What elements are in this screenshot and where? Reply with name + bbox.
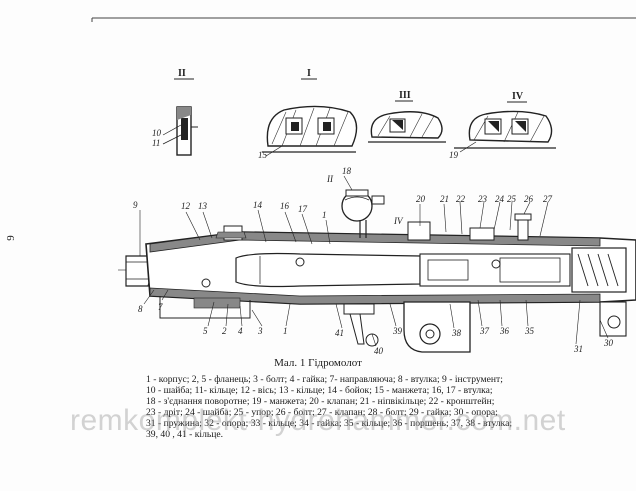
svg-text:24: 24 (495, 194, 505, 204)
watermark: remkomplekt-hydrohammer.com.net (70, 404, 566, 437)
detail-ii: II 10 11 (152, 68, 198, 156)
svg-text:39: 39 (392, 326, 403, 336)
detail-i: I 15 (258, 68, 358, 160)
svg-text:1: 1 (322, 210, 327, 220)
svg-text:30: 30 (603, 338, 614, 348)
svg-text:22: 22 (456, 194, 466, 204)
svg-text:5: 5 (203, 326, 208, 336)
svg-text:36: 36 (499, 326, 510, 336)
svg-text:23: 23 (478, 194, 488, 204)
svg-text:II: II (326, 174, 334, 184)
detail-label-i: I (307, 68, 311, 79)
svg-text:31: 31 (573, 344, 583, 354)
parts-legend: 1 - корпус; 2, 5 - фланець; 3 - болт; 4 … (146, 374, 616, 441)
svg-text:16: 16 (280, 201, 290, 211)
legend-line: 39, 40 , 41 - кільце. (146, 429, 224, 441)
svg-text:40: 40 (374, 346, 384, 356)
legend-line: 10 - шайба; 11- кільце; 12 - вісь; 13 - … (146, 385, 493, 397)
detail-label-ii: II (178, 68, 186, 79)
svg-text:13: 13 (198, 201, 208, 211)
svg-text:38: 38 (451, 328, 462, 338)
legend-line: 23 - дріт; 24 - шайба; 25 - упор; 26 - б… (146, 407, 498, 419)
svg-text:15: 15 (258, 150, 268, 160)
svg-text:21: 21 (440, 194, 449, 204)
svg-text:37: 37 (479, 326, 490, 336)
detail-iv: IV 19 (449, 91, 556, 160)
svg-text:12: 12 (181, 201, 191, 211)
svg-text:2: 2 (222, 326, 227, 336)
detail-iii: III (368, 90, 446, 143)
svg-text:19: 19 (449, 150, 459, 160)
legend-line: 1 - корпус; 2, 5 - фланець; 3 - болт; 4 … (146, 374, 503, 385)
svg-text:8: 8 (138, 304, 143, 314)
svg-text:41: 41 (335, 328, 344, 338)
detail-label-iv: IV (512, 91, 524, 102)
svg-text:27: 27 (543, 194, 553, 204)
svg-text:26: 26 (524, 194, 534, 204)
svg-text:3: 3 (257, 326, 263, 336)
svg-text:11: 11 (152, 138, 160, 148)
svg-text:1: 1 (283, 326, 288, 336)
svg-text:18: 18 (342, 166, 352, 176)
svg-text:25: 25 (507, 194, 517, 204)
svg-text:4: 4 (238, 326, 243, 336)
legend-line: 31 - пружина; 32 - опора; 33 - кільце; 3… (146, 418, 512, 430)
svg-text:9: 9 (133, 200, 138, 210)
svg-text:IV: IV (393, 216, 404, 226)
figure-caption: Мал. 1 Гідромолот (274, 357, 362, 369)
svg-text:10: 10 (152, 128, 162, 138)
svg-text:20: 20 (416, 194, 426, 204)
main-assembly: 9 12 13 14 16 17 1 18 II 20 21 22 23 24 … (118, 166, 636, 356)
detail-label-iii: III (399, 90, 411, 101)
legend-line: 18 - з'єднання поворотне; 19 - манжета; … (146, 396, 495, 408)
svg-text:14: 14 (253, 200, 263, 210)
svg-text:7: 7 (158, 302, 163, 312)
svg-text:17: 17 (298, 204, 308, 214)
svg-text:35: 35 (524, 326, 535, 336)
